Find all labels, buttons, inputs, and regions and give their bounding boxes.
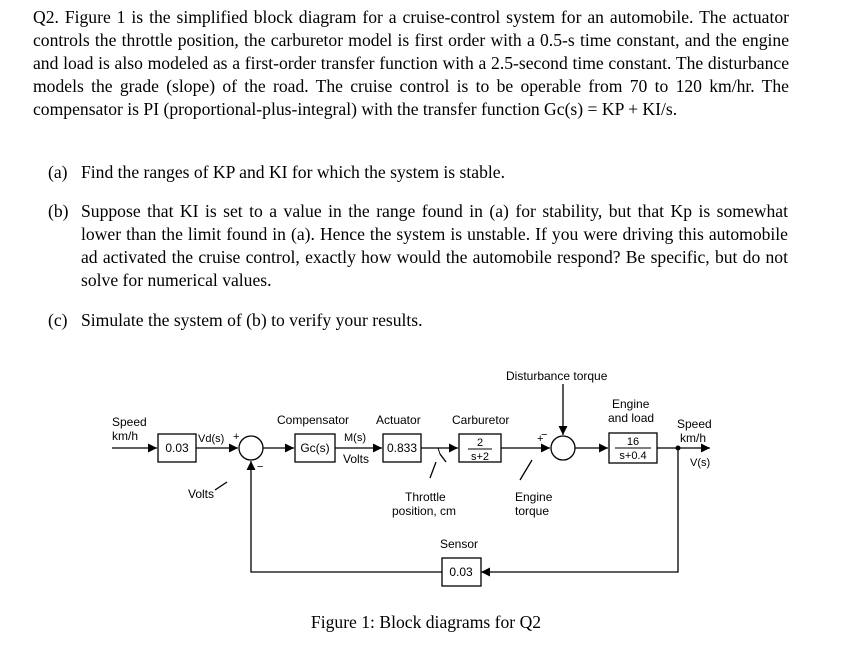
throttle-label-1: Throttle (405, 490, 446, 504)
output-vs-label: V(s) (690, 457, 710, 469)
input-gain-value: 0.03 (165, 441, 189, 455)
compensator-title: Compensator (277, 413, 349, 427)
vd-label: Vd(s) (198, 433, 224, 445)
output-speed-label: Speed (677, 417, 712, 431)
sum2-plus: + (537, 433, 543, 445)
question-c-text: Simulate the system of (b) to verify you… (81, 310, 423, 330)
engine-numerator: 16 (627, 436, 639, 448)
feedback-to-sum1 (246, 461, 442, 573)
engine-load-title-2: and load (608, 411, 654, 425)
input-unit-label: km/h (112, 429, 138, 443)
engine-torque-label-2: torque (515, 504, 549, 518)
compensator-tf: Gc(s) (300, 441, 329, 455)
disturbance-label: Disturbance torque (506, 369, 608, 383)
actuator-gain: 0.833 (387, 441, 417, 455)
question-b: (b) Suppose that KI is set to a value in… (48, 200, 788, 292)
sum1-minus: − (257, 461, 263, 473)
question-c: (c) Simulate the system of (b) to verify… (48, 309, 788, 332)
engine-load-title-1: Engine (612, 397, 650, 411)
figure-caption: Figure 1: Block diagrams for Q2 (310, 612, 542, 632)
block-diagram: Speed km/h 0.03 Vd(s) + − Volts Compensa… (112, 369, 712, 587)
engine-denominator: s+0.4 (619, 450, 646, 462)
carburetor-numerator: 2 (477, 437, 483, 449)
pickoff-point (675, 445, 681, 451)
output-unit-label: km/h (680, 431, 706, 445)
ms-label: M(s) (344, 432, 366, 444)
question-a-text: Find the ranges of KP and KI for which t… (81, 162, 505, 182)
problem-intro: Q2. Figure 1 is the simplified block dia… (33, 7, 789, 119)
sum1-plus: + (233, 431, 239, 443)
throttle-pointer (429, 461, 437, 479)
volts-tick (437, 447, 441, 455)
question-b-label: (b) (48, 201, 69, 221)
question-b-text: Suppose that KI is set to a value in the… (81, 201, 788, 290)
input-speed-label: Speed (112, 415, 147, 429)
engine-torque-label-1: Engine (515, 490, 553, 504)
engine-torque-pointer (519, 459, 533, 481)
throttle-label-2: position, cm (392, 504, 456, 518)
summing-junction-1 (238, 435, 264, 461)
volts-under-label: Volts (343, 452, 369, 466)
carburetor-title: Carburetor (452, 413, 509, 427)
actuator-title: Actuator (376, 413, 421, 427)
sensor-title: Sensor (440, 537, 478, 551)
volts-under-pointer (439, 453, 447, 463)
question-c-label: (c) (48, 310, 68, 330)
volts-pointer (214, 481, 228, 491)
sensor-gain: 0.03 (449, 565, 473, 579)
sum2-minus: − (541, 429, 547, 441)
carburetor-denominator: s+2 (471, 451, 489, 463)
summing-junction-2 (550, 435, 576, 461)
question-a-label: (a) (48, 162, 68, 182)
volts-label: Volts (188, 487, 214, 501)
feedback-to-sensor (481, 448, 679, 577)
question-a: (a) Find the ranges of KP and KI for whi… (48, 161, 788, 184)
